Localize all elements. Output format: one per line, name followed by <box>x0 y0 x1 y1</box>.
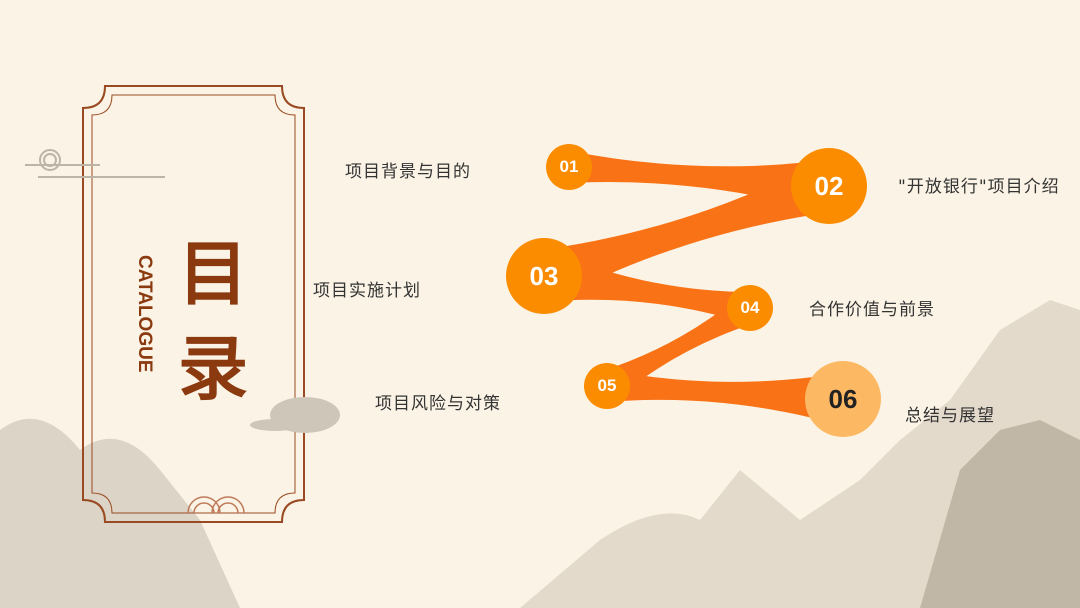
cloud-swirl <box>250 397 340 433</box>
ink-mountains <box>0 300 1080 608</box>
node-5[interactable]: 05 <box>584 363 630 409</box>
node-2[interactable]: 02 <box>791 148 867 224</box>
title-char-1: 目 <box>178 233 248 315</box>
connectors <box>535 150 845 426</box>
connector-2 <box>535 160 838 302</box>
item-label-3[interactable]: 项目实施计划 <box>313 281 421 301</box>
cloud-lines <box>25 149 165 178</box>
connector-3 <box>539 249 753 324</box>
ripple-ornament <box>187 496 245 514</box>
connector-4 <box>599 293 758 401</box>
node-4[interactable]: 04 <box>727 285 773 331</box>
decorative-frame <box>82 85 305 523</box>
node-1[interactable]: 01 <box>546 144 592 190</box>
connector-5 <box>606 369 845 426</box>
title-char-2: 录 <box>178 328 248 410</box>
node-3[interactable]: 03 <box>506 238 582 314</box>
item-label-4[interactable]: 合作价值与前景 <box>809 300 935 320</box>
catalogue-subtitle: CATALOGUE <box>134 255 155 373</box>
item-label-1[interactable]: 项目背景与目的 <box>345 162 471 182</box>
item-label-5[interactable]: 项目风险与对策 <box>375 394 501 414</box>
item-label-2[interactable]: "开放银行"项目介绍 <box>898 177 1060 197</box>
item-label-6[interactable]: 总结与展望 <box>905 406 995 426</box>
node-6[interactable]: 06 <box>805 361 881 437</box>
